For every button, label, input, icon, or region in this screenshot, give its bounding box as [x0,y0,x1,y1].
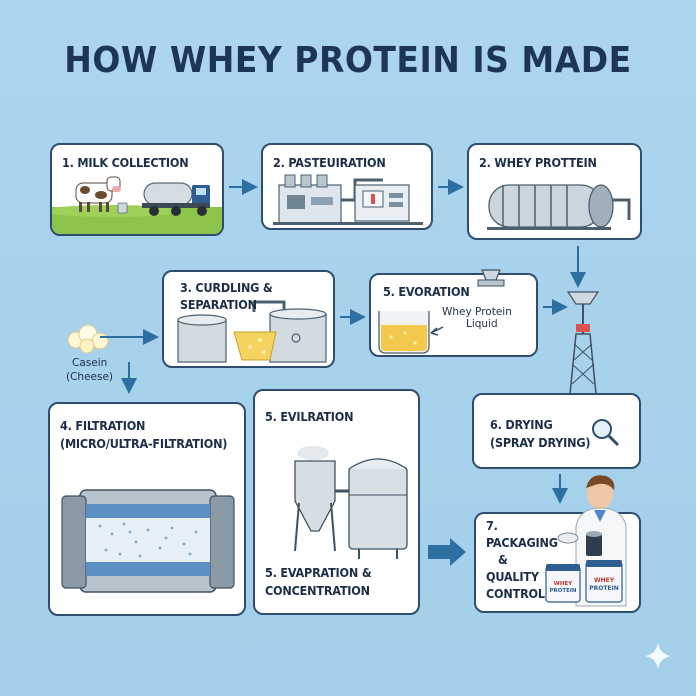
membrane-filter-illustration [61,489,235,593]
step-label-evapration-line1: 5. EVAPRATION & [265,565,372,580]
step-label-evapration-line2: CONCENTRATION [265,583,370,598]
casein-label-line1: Casein [72,357,108,369]
step-label-curdling-line1: 3. CURDLING & [180,280,273,295]
sparkle-icon [645,643,671,669]
separator-drum-illustration [487,184,631,230]
whey-liquid-beaker-illustration [378,311,444,354]
tub-right-label-line2: PROTEIN [589,585,619,592]
evaporator-tanks-illustration [294,446,408,559]
step-label-milk-collection: 1. MILK COLLECTION [62,155,189,170]
magnifier-icon [592,419,620,447]
whey-liquid-label-line2: Liquid [466,318,498,330]
card-evaporation-concentration: 5. EVILRATION 5. EVAPRATION & CONCENTRAT… [253,389,420,615]
casein-cheese-icon [67,324,109,354]
step-label-packaging-line3: & [498,552,508,567]
card-filtration: 4. FILTRATION (MICRO/ULTRA-FILTRATION) [48,402,246,616]
cow-icon [75,176,121,212]
step-label-evilration: 5. EVILRATION [265,409,354,424]
step-label-pasteurization: 2. PASTEUIRATION [273,155,386,170]
whey-liquid-label-line1: Whey Protein [442,306,512,318]
casein-label-line2: (Cheese) [66,371,114,383]
step-label-filtration-line1: 4. FILTRATION [60,418,146,433]
arrow-evaporation-to-packaging [428,538,466,566]
step-label-packaging-line2: PACKAGING [486,535,558,550]
step-label-packaging-line5: CONTROL [486,586,545,601]
card-curdling-separation: 3. CURDLING & SEPARATION [162,270,335,368]
spray-drying-tower-illustration [566,291,600,414]
step-label-curdling-line2: SEPARATION [180,297,257,312]
step-label-drying-line1: 6. DRYING [490,417,553,432]
step-label-drying-line2: (SPRAY DRYING) [490,435,591,450]
curdling-tanks-illustration [177,300,327,363]
card-evoration: 5. EVORATION Whey Protein Liquid [369,273,538,357]
step-label-filtration-line2: (MICRO/ULTRA-FILTRATION) [60,436,228,451]
card-drying: 6. DRYING (SPRAY DRYING) [472,393,641,469]
pasteurization-machine-illustration [273,174,423,225]
tub-left-label-line2: PROTEIN [549,588,576,594]
tanker-truck-icon [142,182,210,216]
step-label-packaging-line4: QUALITY [486,569,539,584]
scientist-with-protein-tubs-illustration: WHEY PROTEIN WHEY PROTEIN [545,475,627,607]
funnel-icon [477,269,505,287]
card-pasteurization: 2. PASTEUIRATION [261,143,433,230]
card-whey-protein: 2. WHEY PROTTEIN [467,143,642,240]
step-label-whey-protein: 2. WHEY PROTTEIN [479,155,597,170]
card-milk-collection: 1. MILK COLLECTION [50,143,224,236]
tub-right-label-line1: WHEY [594,577,615,584]
step-label-packaging-line1: 7. [486,518,498,533]
tub-left-label-line1: WHEY [554,581,573,587]
page-title: HOW WHEY PROTEIN IS MADE [64,38,632,81]
cow-truck-illustration [52,176,222,234]
step-label-evoration: 5. EVORATION [383,284,470,299]
